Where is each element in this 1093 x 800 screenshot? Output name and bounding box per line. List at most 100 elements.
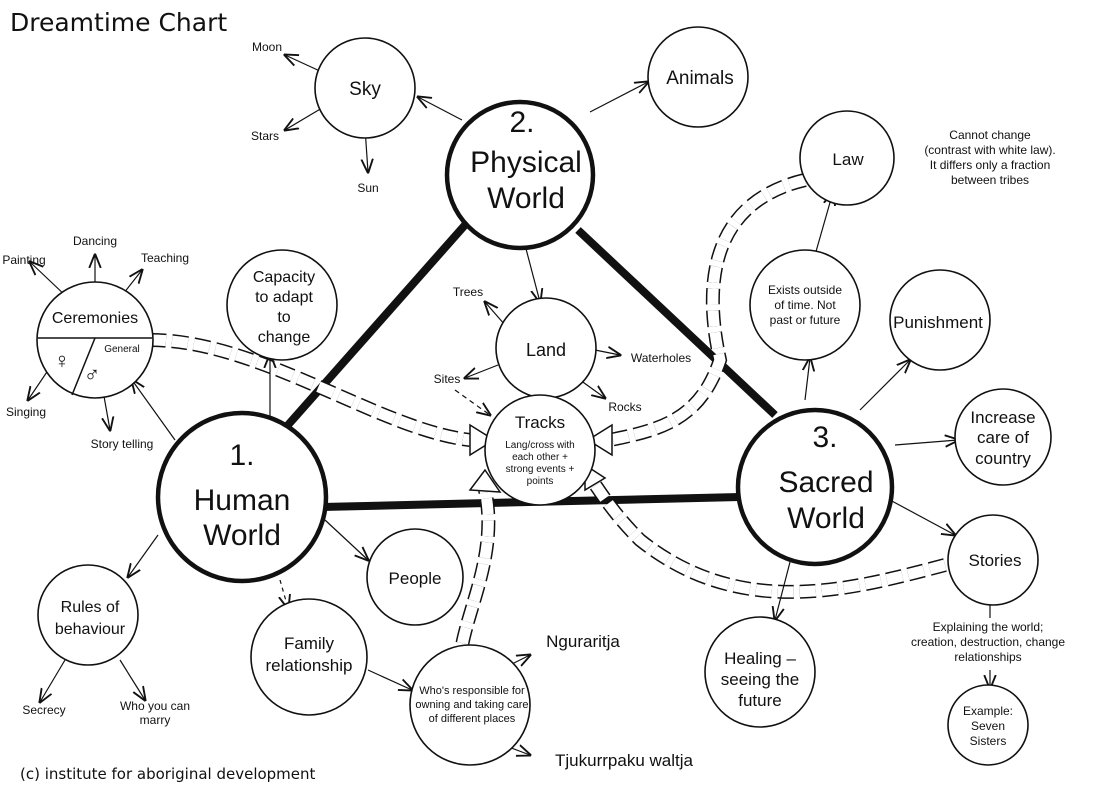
track-arrowhead-left <box>469 423 496 457</box>
label-tjukurrpaku: Tjukurrpaku waltja <box>555 751 693 770</box>
label-explain-1: Explaining the world; <box>933 620 1044 634</box>
capacity-line-1: Capacity <box>253 269 315 286</box>
physical-world-number: 2. <box>509 106 534 139</box>
human-world-label-2: World <box>203 519 281 552</box>
capacity-line-3: to <box>277 309 290 326</box>
sacred-world-label-1: Sacred <box>778 466 873 499</box>
capacity-line-2: to adapt <box>255 289 313 306</box>
tracks-desc-3: strong events + <box>506 464 575 475</box>
exists-line-1: Exists outside <box>768 283 842 297</box>
label-teaching: Teaching <box>141 251 189 265</box>
page-title: Dreamtime Chart <box>10 8 228 37</box>
human-world-label-1: Human <box>194 484 291 517</box>
node-people: People <box>366 528 464 626</box>
label-singing: Singing <box>6 405 46 419</box>
example-line-3: Sisters <box>970 734 1007 748</box>
label-stars: Stars <box>251 129 279 143</box>
label-waterholes: Waterholes <box>631 351 691 365</box>
node-human-world: 1. Human World <box>155 410 329 584</box>
label-nguraritja: Nguraritja <box>546 632 620 651</box>
node-law: Law <box>799 110 895 206</box>
healing-line-1: Healing – <box>724 649 796 668</box>
land-label: Land <box>526 340 566 360</box>
label-cannot-2: (contrast with white law). <box>924 143 1055 157</box>
tracks-desc-1: Lang/cross with <box>505 440 574 451</box>
node-example-seven-sisters: Example: Seven Sisters <box>947 684 1029 766</box>
node-stories: Stories <box>947 514 1039 606</box>
whos-line-2: owning and taking care <box>415 699 528 711</box>
law-label: Law <box>832 150 864 169</box>
node-increase-care: Increase care of country <box>954 388 1052 486</box>
label-sun: Sun <box>357 181 378 195</box>
label-dancing: Dancing <box>73 234 117 248</box>
tracks-desc-2: each other + <box>512 452 568 463</box>
label-explain-3: relationships <box>954 650 1021 664</box>
node-rules-of-behaviour: Rules of behaviour <box>37 564 139 666</box>
label-explain-2: creation, destruction, change <box>911 635 1065 649</box>
node-punishment: Punishment <box>889 269 991 371</box>
healing-line-3: future <box>738 691 781 710</box>
increase-line-2: care of <box>977 428 1029 447</box>
tracks-desc-4: points <box>527 476 554 487</box>
label-story-telling: Story telling <box>91 437 154 451</box>
sacred-world-label-2: World <box>787 502 865 535</box>
track-arrowhead-bottom <box>468 468 502 493</box>
whos-line-1: Who's responsible for <box>419 685 525 697</box>
ceremonies-label: Ceremonies <box>52 310 138 327</box>
increase-line-1: Increase <box>970 408 1035 427</box>
track-arrowhead-right <box>586 423 613 457</box>
example-line-1: Example: <box>963 704 1013 718</box>
label-marry-2: marry <box>140 713 171 727</box>
label-painting: Painting <box>2 253 45 267</box>
family-line-1: Family <box>284 634 335 653</box>
label-rocks: Rocks <box>608 400 641 414</box>
rules-line-1: Rules of <box>61 599 120 616</box>
tracks-label: Tracks <box>515 413 565 432</box>
label-cannot-1: Cannot change <box>949 128 1031 142</box>
node-animals: Animals <box>647 26 749 128</box>
whos-line-3: of different places <box>429 713 516 725</box>
sky-label: Sky <box>349 79 381 100</box>
punishment-label: Punishment <box>893 313 983 332</box>
label-moon: Moon <box>252 40 282 54</box>
physical-world-label-2: World <box>487 182 565 215</box>
triangle-edge-physical-sacred <box>575 227 778 418</box>
node-healing: Healing – seeing the future <box>704 616 816 728</box>
rules-line-2: behaviour <box>55 621 126 638</box>
label-marry-1: Who you can <box>120 699 190 713</box>
human-world-number: 1. <box>229 439 254 472</box>
free-labels: Moon Stars Sun Trees Sites Waterholes Ro… <box>2 40 1065 770</box>
sacred-world-number: 3. <box>812 421 837 454</box>
female-symbol-icon: ♀ <box>54 348 71 373</box>
increase-line-3: country <box>975 449 1031 468</box>
node-ceremonies: Ceremonies General ♀ ♂ <box>36 281 154 399</box>
exists-line-2: of time. Not <box>774 298 836 312</box>
label-trees: Trees <box>453 285 483 299</box>
label-cannot-3: It differs only a fraction <box>930 158 1051 172</box>
exists-line-3: past or future <box>770 313 841 327</box>
label-sites: Sites <box>434 372 461 386</box>
animals-label: Animals <box>666 68 734 89</box>
family-line-2: relationship <box>266 656 353 675</box>
node-physical-world: 2. Physical World <box>444 99 596 251</box>
label-cannot-4: between tribes <box>951 173 1029 187</box>
node-whos-responsible: Who's responsible for owning and taking … <box>409 644 531 766</box>
example-line-2: Seven <box>971 719 1005 733</box>
physical-world-label-1: Physical <box>470 146 582 179</box>
people-label: People <box>389 569 442 588</box>
stories-label: Stories <box>969 551 1022 570</box>
dashed-tracks <box>149 173 947 666</box>
node-exists-outside-time: Exists outside of time. Not past or futu… <box>749 249 861 361</box>
copyright-credit: (c) institute for aboriginal development <box>20 765 316 783</box>
node-sky: Sky <box>314 37 416 139</box>
node-land: Land <box>495 297 597 399</box>
node-sacred-world: 3. Sacred World <box>735 407 895 567</box>
healing-line-2: seeing the <box>721 670 799 689</box>
node-family-relationship: Family relationship <box>250 598 368 716</box>
node-tracks: Tracks Lang/cross with each other + stro… <box>484 394 596 506</box>
capacity-line-4: change <box>258 329 311 346</box>
ceremonies-general-label: General <box>104 344 140 355</box>
male-symbol-icon: ♂ <box>84 362 101 387</box>
node-capacity-to-adapt: Capacity to adapt to change <box>226 249 338 361</box>
